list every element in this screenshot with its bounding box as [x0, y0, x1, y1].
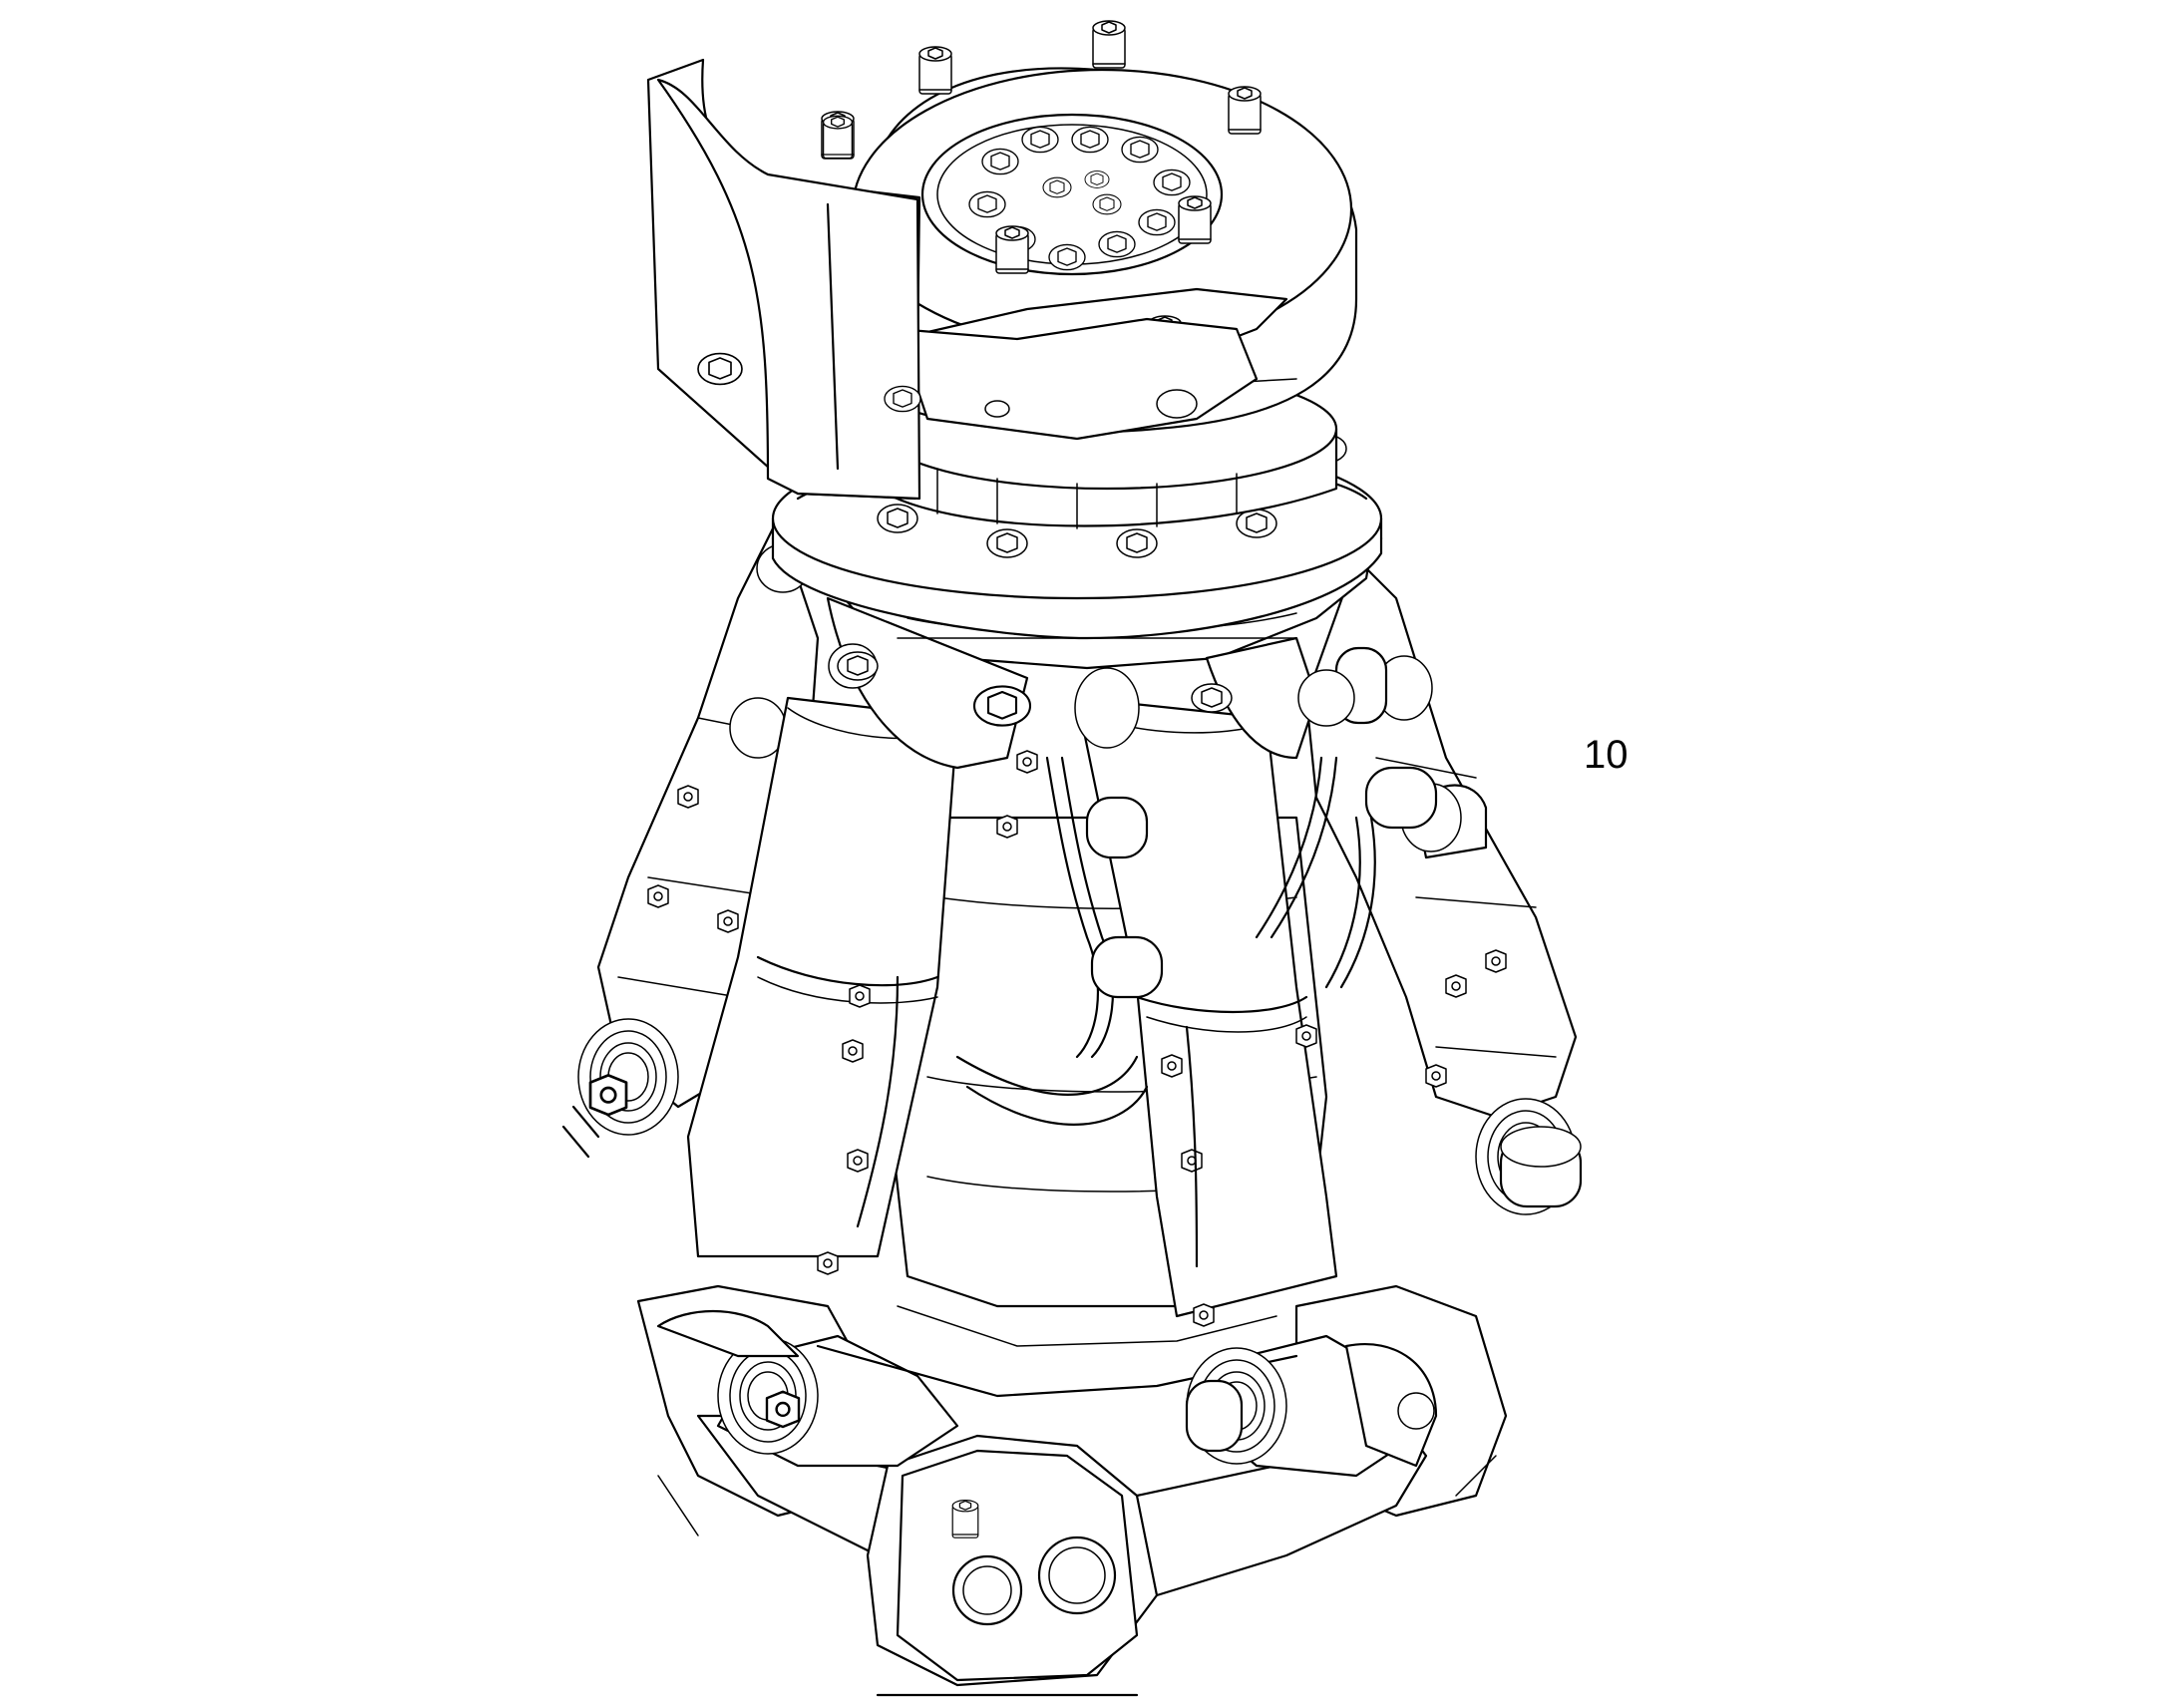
- callout-label: 10: [1584, 733, 1629, 777]
- bracket-arm: [896, 317, 1259, 441]
- center-links: [856, 975, 1199, 1268]
- lower-bearing-right: [1185, 1343, 1438, 1468]
- bottom-edge: [657, 1455, 1497, 1697]
- front-sleeve-right: [1075, 696, 1338, 1327]
- hydraulic-lines: [996, 646, 1438, 1059]
- mounting-bracket: [646, 58, 921, 501]
- lower-bearing-left: [656, 1309, 819, 1455]
- front-sleeve-left: [686, 696, 959, 1275]
